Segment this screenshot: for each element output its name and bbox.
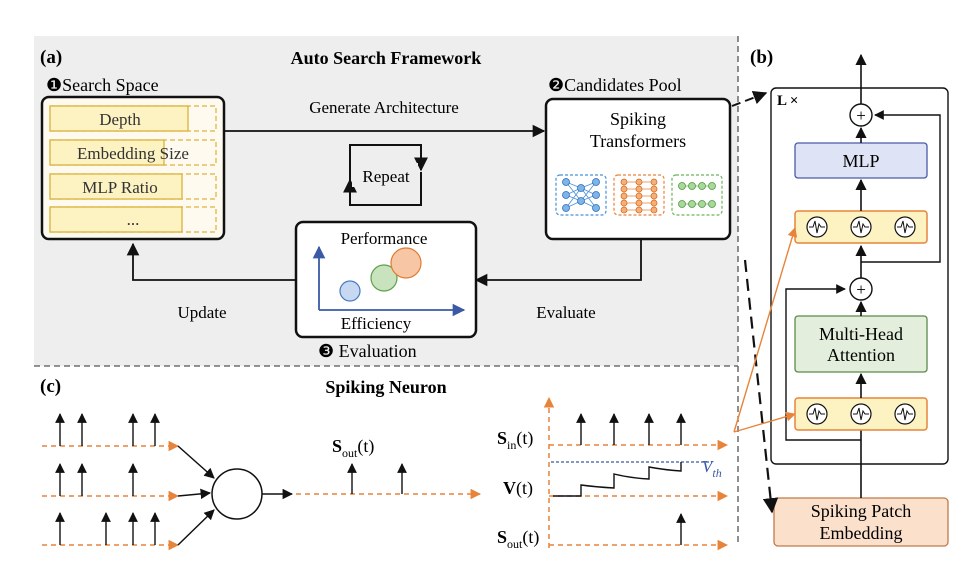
membrane-potential-curve — [553, 462, 682, 497]
search-space-box — [40, 95, 226, 241]
spike-wave-icon — [853, 407, 869, 421]
network-icon-blue — [555, 174, 607, 216]
extra-bar — [49, 206, 183, 233]
evaluation-caption: ❸ Evaluation — [318, 341, 417, 361]
spiking-neuron-node — [211, 468, 263, 520]
neuron-icon — [894, 403, 916, 425]
network-icon-orange — [613, 174, 665, 216]
update-label: Update — [177, 303, 226, 322]
mha-line-2: Attention — [827, 345, 895, 365]
input-edge-1 — [177, 445, 215, 479]
neuron-icon — [806, 216, 828, 238]
embedding-line-2: Embedding — [820, 523, 903, 543]
input-edge-3 — [177, 509, 215, 546]
efficiency-label: Efficiency — [341, 314, 412, 333]
add-symbol-1: + — [856, 280, 866, 299]
embedding-bar — [49, 139, 165, 166]
loop-label: L × — [777, 93, 798, 109]
panel-a-title: Auto Search Framework — [291, 48, 482, 68]
network-icon-green — [671, 174, 723, 216]
spike-wave-icon — [809, 407, 825, 421]
panel-a-label: (a) — [40, 47, 62, 68]
input-edge-2 — [177, 488, 212, 500]
spiking-neurons-upper — [806, 216, 916, 238]
output-spikes — [347, 463, 407, 494]
panel-b: (b) L × Spiking Patch Embedding Multi-He… — [731, 47, 949, 547]
vt-label: V(t) — [503, 478, 533, 499]
spiking-neurons-lower — [806, 403, 916, 425]
candidate-to-block-link — [731, 90, 768, 107]
sin-spikes — [576, 413, 686, 445]
mlp-ratio-bar — [49, 173, 183, 200]
repeat-label: Repeat — [362, 167, 409, 186]
panel-c-title: Spiking Neuron — [325, 377, 446, 397]
repeat-arrow-top — [349, 144, 428, 192]
panel-c: (c) Spiking Neuron — [40, 376, 729, 551]
search-item-more: ... — [127, 210, 140, 229]
add-symbol-2: + — [856, 106, 866, 125]
mha-line-1: Multi-Head — [819, 324, 903, 344]
embedding-line-1: Spiking Patch — [811, 501, 912, 521]
repeat-loop: Repeat — [343, 144, 428, 206]
spike-wave-icon — [809, 220, 825, 234]
repeat-arrow-bottom — [343, 172, 422, 206]
depth-bar — [49, 105, 189, 132]
evaluate-label: Evaluate — [536, 303, 595, 322]
performance-label: Performance — [341, 229, 428, 248]
neuron-icon — [850, 403, 872, 425]
search-item-mlp-ratio: MLP Ratio — [82, 178, 157, 197]
spike-wave-icon — [853, 220, 869, 234]
evaluate-arrow — [474, 239, 642, 287]
threshold-label: Vth — [702, 457, 722, 480]
residual-connection-2 — [861, 110, 941, 263]
neuron-icon — [894, 216, 916, 238]
search-item-depth: Depth — [99, 110, 141, 129]
panel-a: (a) Auto Search Framework ❶Search Space … — [34, 36, 739, 545]
candidates-heading: ❷Candidates Pool — [548, 75, 682, 95]
pool-to-embedding-link — [743, 259, 779, 514]
generate-label: Generate Architecture — [309, 98, 459, 117]
residual-connection-1 — [785, 284, 861, 441]
neuron-link-lower — [733, 411, 796, 433]
candidate-point-blue — [339, 280, 361, 302]
spike-wave-icon — [897, 407, 913, 421]
sout-label: Sout(t) — [497, 527, 539, 551]
panel-c-label: (c) — [40, 376, 61, 397]
neuron-link-upper — [733, 227, 798, 433]
transformer-block-frame — [770, 87, 949, 465]
update-arrow — [126, 242, 296, 281]
mlp-label: MLP — [842, 151, 879, 171]
search-space-heading: ❶Search Space — [46, 75, 159, 95]
repeat-label-bg — [352, 163, 418, 187]
candidates-line-2: Transformers — [590, 131, 686, 151]
output-spike-label: Sout(t) — [332, 436, 374, 460]
input-spikes — [55, 413, 160, 545]
neuron-icon — [806, 403, 828, 425]
search-item-embedding-size: Embedding Size — [77, 144, 189, 163]
candidate-point-green — [370, 264, 398, 292]
neuron-icon — [850, 216, 872, 238]
sin-label: Sin(t) — [497, 428, 533, 452]
candidate-point-orange — [390, 247, 422, 279]
panel-b-label: (b) — [750, 47, 773, 68]
spike-wave-icon — [897, 220, 913, 234]
candidates-line-1: Spiking — [610, 109, 666, 129]
